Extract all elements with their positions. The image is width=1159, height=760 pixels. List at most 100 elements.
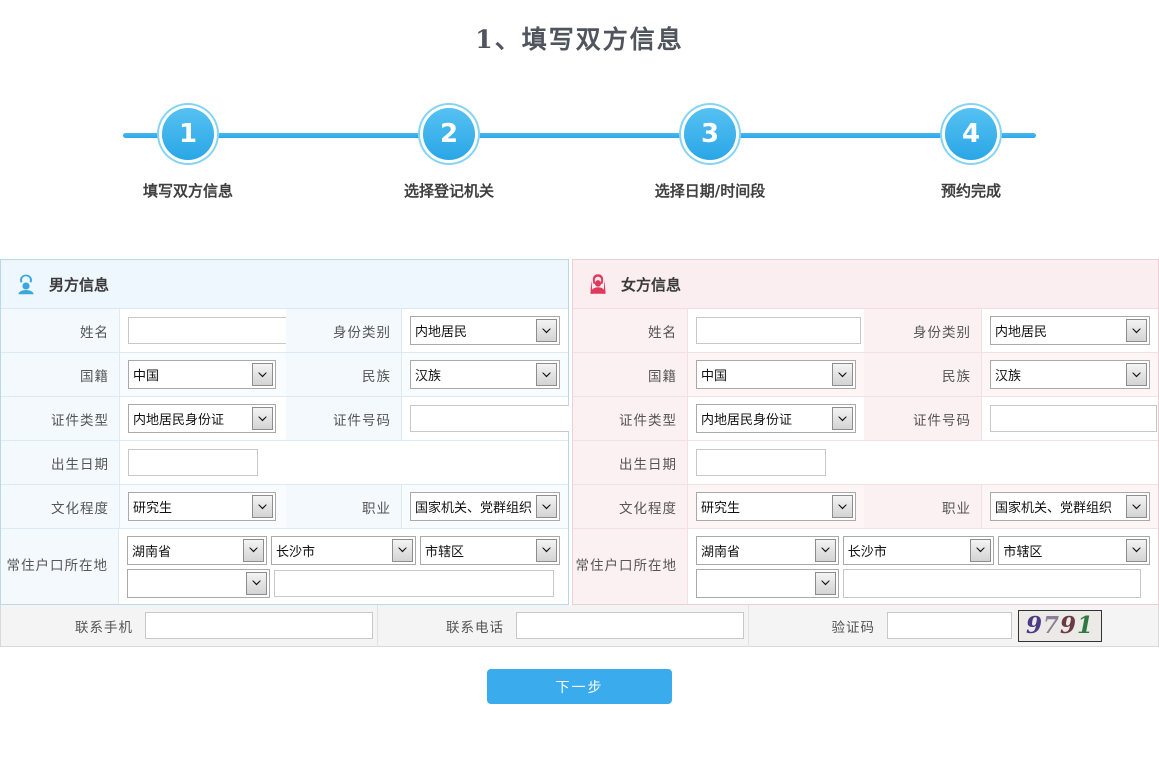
female-birth-date-input[interactable] bbox=[696, 449, 826, 476]
male-row-document: 证件类型 内地居民身份证 证件号码 bbox=[1, 397, 573, 441]
chevron-down-icon bbox=[832, 407, 853, 430]
female-row-nationality: 国籍 中国 民族 汉族 bbox=[573, 353, 1158, 397]
step-4-number: 4 bbox=[945, 108, 997, 160]
female-name-cell bbox=[688, 309, 864, 352]
female-info-panel: 女方信息 姓名 身份类别 内地居民 bbox=[572, 259, 1159, 605]
mobile-input[interactable] bbox=[145, 612, 373, 639]
female-occupation-value: 国家机关、党群组织 bbox=[995, 501, 1113, 516]
female-residence-province-value: 湖南省 bbox=[701, 544, 741, 560]
female-row-education: 文化程度 研究生 职业 国家机关、党群组织 bbox=[573, 485, 1158, 529]
male-row-nationality: 国籍 中国 民族 汉族 bbox=[1, 353, 568, 397]
female-row-name: 姓名 身份类别 内地居民 bbox=[573, 309, 1158, 353]
female-education-cell: 研究生 bbox=[688, 485, 864, 528]
chevron-down-icon bbox=[252, 363, 273, 386]
chevron-down-icon bbox=[246, 571, 267, 595]
chevron-down-icon bbox=[970, 538, 992, 562]
step-3[interactable]: 3 选择日期/时间段 bbox=[645, 88, 775, 201]
male-residence-cell: 湖南省 长沙市 bbox=[119, 529, 568, 604]
captcha-digit-2: 7 bbox=[1042, 612, 1060, 639]
male-ethnicity-cell: 汉族 bbox=[402, 353, 568, 396]
female-residence-city-value: 长沙市 bbox=[847, 544, 887, 560]
female-row-residence: 常住户口所在地 湖南省 长沙市 bbox=[573, 529, 1158, 604]
chevron-down-icon bbox=[832, 363, 853, 386]
male-residence-district-select[interactable]: 市辖区 bbox=[419, 535, 560, 565]
female-occupation-label: 职业 bbox=[864, 485, 982, 528]
page-title: 1、填写双方信息 bbox=[475, 25, 684, 54]
male-occupation-value: 国家机关、党群组织 bbox=[415, 501, 533, 516]
step-4-label: 预约完成 bbox=[940, 182, 1001, 200]
male-occupation-select[interactable]: 国家机关、党群组织 bbox=[410, 492, 560, 521]
female-education-select[interactable]: 研究生 bbox=[696, 492, 856, 521]
female-doc-type-select[interactable]: 内地居民身份证 bbox=[696, 404, 856, 433]
female-ethnicity-cell: 汉族 bbox=[982, 353, 1158, 396]
male-identity-type-cell: 内地居民 bbox=[402, 309, 568, 352]
male-name-cell bbox=[120, 309, 289, 352]
female-education-value: 研究生 bbox=[701, 501, 741, 516]
male-residence-city-select[interactable]: 长沙市 bbox=[271, 535, 416, 565]
male-avatar-icon bbox=[13, 271, 39, 297]
female-name-input[interactable] bbox=[696, 317, 861, 344]
male-doc-number-label: 证件号码 bbox=[286, 397, 402, 440]
male-nationality-label: 国籍 bbox=[1, 353, 120, 396]
footer-actions: 下一步 bbox=[0, 669, 1159, 704]
male-occupation-cell: 国家机关、党群组织 bbox=[402, 485, 568, 528]
male-education-cell: 研究生 bbox=[120, 485, 286, 528]
male-residence-province-select[interactable]: 湖南省 bbox=[127, 535, 268, 565]
female-ethnicity-select[interactable]: 汉族 bbox=[990, 360, 1150, 389]
male-nationality-cell: 中国 bbox=[120, 353, 286, 396]
female-residence-city-select[interactable]: 长沙市 bbox=[842, 535, 995, 565]
male-birth-date-input[interactable] bbox=[128, 449, 258, 476]
female-residence-detail-input[interactable] bbox=[843, 568, 1141, 598]
female-ethnicity-label: 民族 bbox=[864, 353, 982, 396]
female-nationality-value: 中国 bbox=[701, 369, 728, 384]
male-ethnicity-label: 民族 bbox=[286, 353, 402, 396]
female-identity-type-select[interactable]: 内地居民 bbox=[990, 316, 1150, 345]
contact-divider-2 bbox=[748, 604, 749, 647]
chevron-down-icon bbox=[815, 571, 836, 595]
male-doc-type-select[interactable]: 内地居民身份证 bbox=[128, 404, 276, 433]
male-doc-type-value: 内地居民身份证 bbox=[133, 413, 225, 428]
female-avatar-icon bbox=[585, 271, 611, 297]
female-residence-town-value bbox=[697, 570, 815, 597]
female-residence-district-select[interactable]: 市辖区 bbox=[998, 535, 1150, 565]
male-name-label: 姓名 bbox=[1, 309, 120, 352]
male-residence-district-value: 市辖区 bbox=[424, 544, 464, 560]
female-residence-town-select[interactable] bbox=[696, 568, 839, 598]
step-1-number: 1 bbox=[162, 108, 214, 160]
male-residence-province-value: 湖南省 bbox=[132, 544, 172, 560]
female-birth-date-label: 出生日期 bbox=[573, 441, 688, 484]
captcha-digit-3: 9 bbox=[1060, 612, 1078, 639]
male-doc-number-input[interactable] bbox=[410, 405, 573, 432]
male-identity-type-value: 内地居民 bbox=[415, 325, 468, 340]
captcha-input[interactable] bbox=[887, 612, 1012, 639]
male-panel-header: 男方信息 bbox=[1, 260, 568, 309]
male-row-residence: 常住户口所在地 湖南省 长沙市 bbox=[1, 529, 568, 604]
male-name-input[interactable] bbox=[128, 317, 289, 344]
chevron-down-icon bbox=[1126, 538, 1147, 562]
female-row-document: 证件类型 内地居民身份证 证件号码 bbox=[573, 397, 1158, 441]
female-residence-province-select[interactable]: 湖南省 bbox=[696, 535, 839, 565]
male-info-panel: 男方信息 姓名 身份类别 内地居民 bbox=[0, 259, 573, 605]
male-doc-type-cell: 内地居民身份证 bbox=[120, 397, 286, 440]
step-2[interactable]: 2 选择登记机关 bbox=[384, 88, 514, 201]
captcha-digit-1: 9 bbox=[1025, 612, 1043, 639]
female-identity-type-label: 身份类别 bbox=[864, 309, 982, 352]
step-1[interactable]: 1 填写双方信息 bbox=[123, 88, 253, 201]
female-nationality-select[interactable]: 中国 bbox=[696, 360, 856, 389]
male-residence-town-select[interactable] bbox=[127, 568, 270, 598]
male-ethnicity-select[interactable]: 汉族 bbox=[410, 360, 560, 389]
phone-input[interactable] bbox=[516, 612, 744, 639]
male-education-select[interactable]: 研究生 bbox=[128, 492, 276, 521]
step-4[interactable]: 4 预约完成 bbox=[906, 88, 1036, 201]
female-occupation-select[interactable]: 国家机关、党群组织 bbox=[990, 492, 1150, 521]
male-nationality-select[interactable]: 中国 bbox=[128, 360, 276, 389]
step-3-label: 选择日期/时间段 bbox=[654, 182, 766, 200]
information-forms: 男方信息 姓名 身份类别 内地居民 bbox=[0, 259, 1159, 704]
male-identity-type-select[interactable]: 内地居民 bbox=[410, 316, 560, 345]
next-step-button[interactable]: 下一步 bbox=[487, 669, 672, 704]
female-residence-label: 常住户口所在地 bbox=[573, 529, 688, 604]
female-doc-number-input[interactable] bbox=[990, 405, 1157, 432]
male-residence-detail-input[interactable] bbox=[274, 569, 554, 597]
male-birth-date-cell bbox=[120, 441, 286, 484]
